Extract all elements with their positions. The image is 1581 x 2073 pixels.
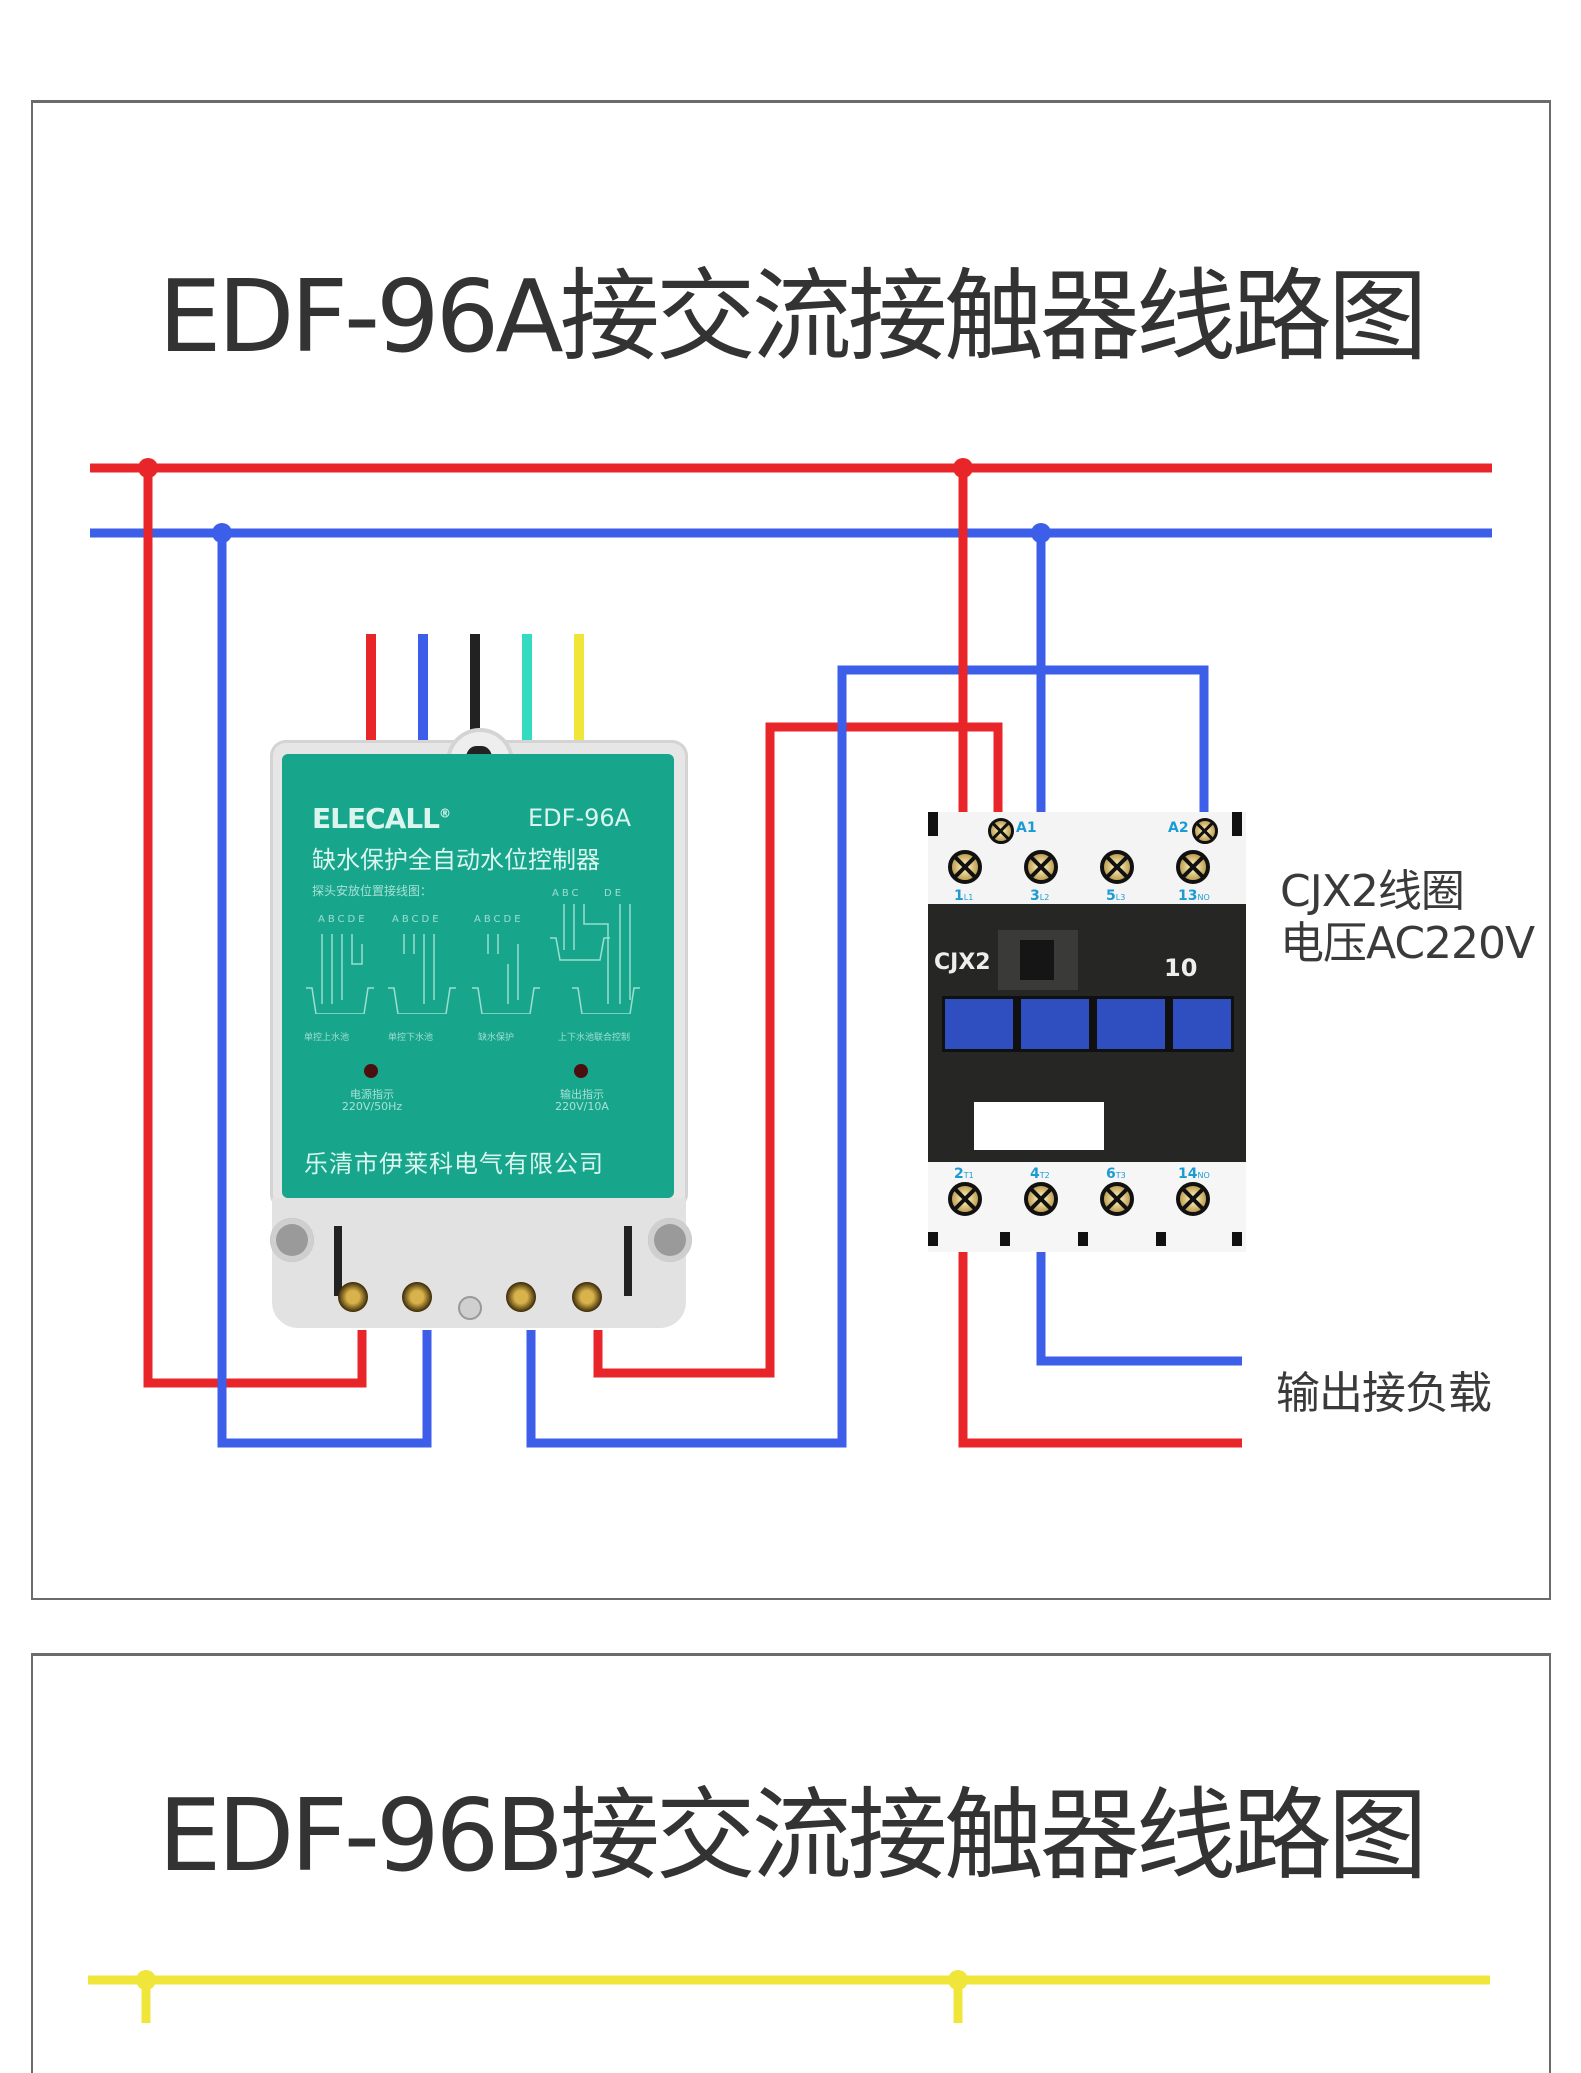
terminal-sub: NO bbox=[1197, 893, 1210, 902]
output-indicator-led bbox=[574, 1064, 588, 1078]
terminal-number: 13 bbox=[1178, 888, 1198, 904]
coil-note-line1: CJX2线圈 bbox=[1280, 866, 1465, 917]
contactor-foot bbox=[1156, 1232, 1166, 1246]
power-indicator-rating: 220V/50Hz bbox=[341, 1100, 403, 1113]
contactor-top-terminals: A1 A2 1L1 3L2 5L3 13NO bbox=[928, 812, 1246, 904]
coil-voltage-note: CJX2线圈 电压AC220V bbox=[1280, 866, 1535, 970]
contactor-latch bbox=[928, 812, 938, 836]
wiring-diagram-96a bbox=[90, 458, 1492, 1448]
terminal-screw-icon bbox=[338, 1282, 368, 1312]
probe-letters: ABCDE bbox=[474, 914, 524, 925]
junction-dot bbox=[212, 523, 232, 543]
mode-label: 上下水池联合控制 bbox=[558, 1033, 631, 1043]
product-name: 缺水保护全自动水位控制器 bbox=[312, 846, 600, 874]
controller-neutral-to-a2-wire bbox=[526, 665, 1209, 1448]
terminal-number: 14 bbox=[1178, 1166, 1198, 1182]
controller-faceplate: ELECALL® EDF-96A 缺水保护全自动水位控制器 探头安放位置接线图：… bbox=[282, 754, 674, 1198]
coil-note-line2: 电压AC220V bbox=[1280, 918, 1535, 969]
contactor-foot bbox=[1232, 1232, 1242, 1246]
ground-screw-icon bbox=[458, 1296, 482, 1320]
terminal-sub: NO bbox=[1197, 1171, 1210, 1180]
terminal-3-l2 bbox=[1024, 850, 1058, 884]
mounting-hole-icon bbox=[648, 1218, 692, 1262]
probe-letters: DE bbox=[604, 888, 625, 899]
terminal-4-t2 bbox=[1024, 1182, 1058, 1216]
diagram-title: EDF-96B接交流接触器线路图 bbox=[158, 1777, 1428, 1894]
controller-housing: ELECALL® EDF-96A 缺水保护全自动水位控制器 探头安放位置接线图：… bbox=[270, 732, 688, 1210]
mode-label: 单控上水池 bbox=[304, 1033, 350, 1043]
output-indicator-rating: 220V/10A bbox=[555, 1100, 609, 1113]
manufacturer-label: 乐清市伊莱科电气有限公司 bbox=[304, 1150, 604, 1178]
probe-heading: 探头安放位置接线图： bbox=[312, 884, 433, 898]
probe-letters: ABC bbox=[552, 888, 582, 899]
mode-label: 单控下水池 bbox=[388, 1033, 434, 1043]
controller-live-feed-wire bbox=[143, 468, 367, 1388]
probe-letters: ABCDE bbox=[392, 914, 442, 925]
coil-terminal-a2 bbox=[1192, 818, 1218, 844]
terminal-sub: L1 bbox=[963, 893, 974, 902]
terminal-screw-icon bbox=[402, 1282, 432, 1312]
terminal-number: 6 bbox=[1106, 1166, 1116, 1182]
diagram-panel-96b: EDF-96B接交流接触器线路图 bbox=[31, 1653, 1551, 2073]
model-label: EDF-96A bbox=[528, 804, 632, 832]
load-live-wire bbox=[958, 1206, 1242, 1448]
contactor-rating: 10 bbox=[1164, 954, 1198, 982]
water-level-controller: ELECALL® EDF-96A 缺水保护全自动水位控制器 探头安放位置接线图：… bbox=[270, 732, 692, 1330]
terminal-5-l3 bbox=[1100, 850, 1134, 884]
junction-dot bbox=[138, 458, 158, 478]
contactor-latch bbox=[1232, 812, 1242, 836]
contactor-bottom-terminals: 2T1 4T2 6T3 14NO bbox=[928, 1162, 1246, 1252]
probe-letters: ABCDE bbox=[318, 914, 368, 925]
mode-label: 缺水保护 bbox=[478, 1033, 515, 1043]
power-indicator-led bbox=[364, 1064, 378, 1078]
contactor-indicator-bar bbox=[942, 996, 1234, 1052]
terminal-screw-icon bbox=[506, 1282, 536, 1312]
output-indicator-label: 输出指示 bbox=[560, 1088, 604, 1101]
contactor-body: CJX2 10 bbox=[928, 904, 1246, 1162]
contactor-label-window bbox=[974, 1102, 1104, 1150]
diagram-title: EDF-96A接交流接触器线路图 bbox=[158, 258, 1427, 375]
load-neutral-wire bbox=[1036, 1206, 1242, 1366]
coil-label-a1: A1 bbox=[1016, 820, 1037, 836]
probe-tank-diagrams bbox=[306, 904, 640, 1014]
terminal-14-no bbox=[1176, 1182, 1210, 1216]
controller-neutral-feed-wire bbox=[217, 533, 432, 1448]
registered-mark: ® bbox=[439, 806, 451, 821]
terminal-sub: L3 bbox=[1115, 893, 1126, 902]
terminal-2-t1 bbox=[948, 1182, 982, 1216]
controller-output-to-a1-wire bbox=[593, 722, 1003, 1378]
terminal-sub: T1 bbox=[963, 1171, 974, 1180]
contactor-model: CJX2 bbox=[934, 950, 991, 975]
power-indicator-label: 电源指示 bbox=[350, 1088, 394, 1101]
terminal-number: 2 bbox=[954, 1166, 964, 1182]
vent-slot bbox=[334, 1226, 342, 1296]
contactor-foot bbox=[1000, 1232, 1010, 1246]
vent-slot bbox=[624, 1226, 632, 1296]
terminal-1-l1 bbox=[948, 850, 982, 884]
terminal-13-no bbox=[1176, 850, 1210, 884]
terminal-number: 3 bbox=[1030, 888, 1040, 904]
terminal-sub: L2 bbox=[1039, 893, 1050, 902]
mounting-hole-icon bbox=[270, 1218, 314, 1262]
ac-contactor: A1 A2 1L1 3L2 5L3 13NO CJX2 10 2T1 4T2 6… bbox=[928, 812, 1246, 1252]
coil-terminal-a1 bbox=[988, 818, 1014, 844]
contactor-foot bbox=[1078, 1232, 1088, 1246]
terminal-number: 1 bbox=[954, 888, 964, 904]
terminal-sub: T3 bbox=[1115, 1171, 1126, 1180]
terminal-number: 4 bbox=[1030, 1166, 1040, 1182]
terminal-number: 5 bbox=[1106, 888, 1116, 904]
terminal-screw-icon bbox=[572, 1282, 602, 1312]
brand-logo: ELECALL bbox=[312, 802, 440, 835]
contactor-window-inner bbox=[1020, 940, 1054, 980]
junction-dot bbox=[1031, 523, 1051, 543]
junction-dot bbox=[953, 458, 973, 478]
contactor-foot bbox=[928, 1232, 938, 1246]
terminal-6-t3 bbox=[1100, 1182, 1134, 1216]
controller-terminal-base bbox=[270, 1198, 692, 1328]
output-load-note: 输出接负载 bbox=[1276, 1368, 1492, 1419]
coil-label-a2: A2 bbox=[1168, 820, 1189, 836]
terminal-sub: T2 bbox=[1039, 1171, 1050, 1180]
